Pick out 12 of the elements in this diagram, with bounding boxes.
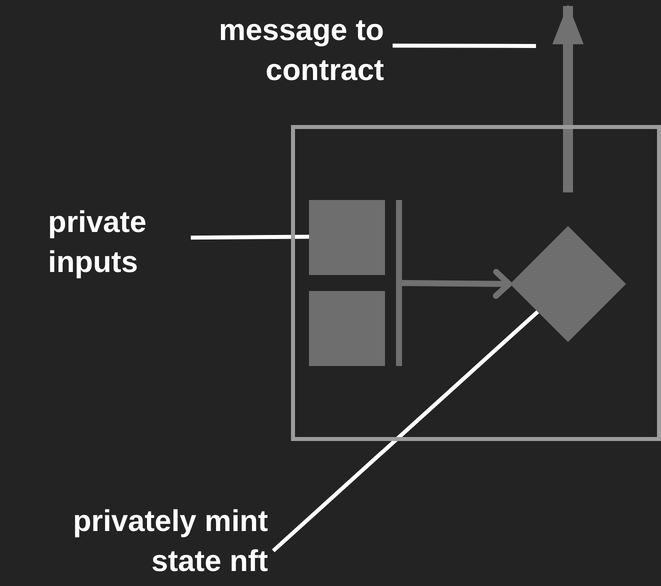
arrow — [402, 268, 512, 299]
divider-bar — [396, 200, 402, 366]
callout-label: message to contract — [218, 13, 384, 89]
input-block — [309, 291, 385, 366]
leader-line — [392, 44, 536, 48]
input-block — [309, 200, 385, 275]
leader-line — [190, 234, 310, 240]
arrow — [552, 4, 584, 192]
leader-line — [272, 310, 540, 552]
callout-label: privately mint state nft — [72, 504, 268, 580]
outline-frame — [291, 125, 661, 441]
callout-label: private inputs — [48, 205, 148, 281]
